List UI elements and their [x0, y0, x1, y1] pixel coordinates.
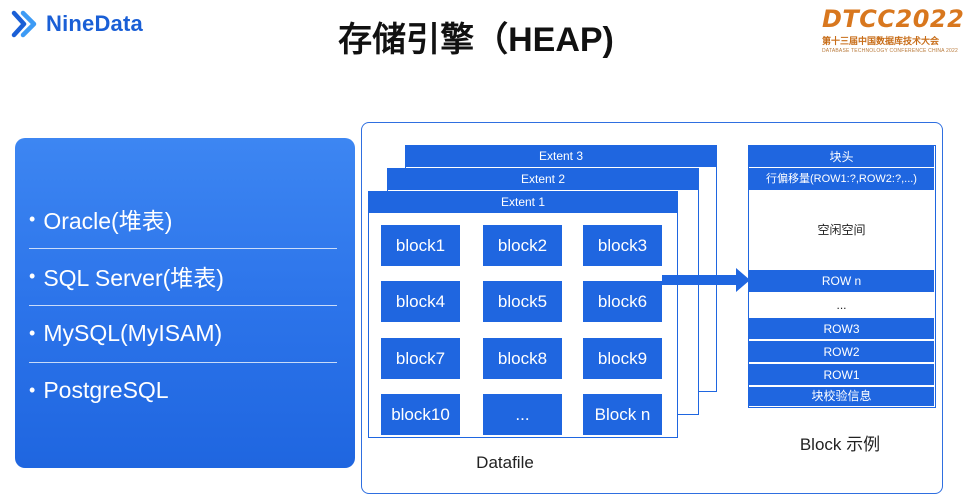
block-example-label: Block 示例 — [799, 435, 881, 454]
list-item: • PostgreSQL — [29, 363, 337, 420]
datafile-label: Datafile — [476, 453, 534, 472]
block-cell: block8 — [483, 338, 562, 379]
extent-header: Extent 3 — [406, 146, 716, 167]
block-cell: block1 — [381, 225, 460, 266]
block-row: 行偏移量(ROW1:?,ROW2:?,...) — [749, 168, 934, 190]
engine-name: Oracle(堆表) — [43, 208, 173, 234]
extent-header: Extent 2 — [388, 169, 698, 190]
list-item: • MySQL(MyISAM) — [29, 306, 337, 363]
engine-list-panel: • Oracle(堆表) • SQL Server(堆表) • MySQL(MyISA… — [15, 138, 355, 468]
block-row: 块校验信息 — [749, 387, 934, 406]
brand-name: NineData — [46, 11, 143, 36]
block-cell: block6 — [583, 281, 662, 322]
block-cell: ... — [483, 394, 562, 435]
block-row: 空闲空间 — [749, 190, 934, 270]
bullet-icon: • — [29, 322, 36, 343]
block-cell: block7 — [381, 338, 460, 379]
block-row: ... — [749, 292, 934, 318]
block-cell: Block n — [583, 394, 662, 435]
block-cell: block4 — [381, 281, 460, 322]
extent-header: Extent 1 — [369, 192, 677, 213]
event-subtitle-en: DATABASE TECHNOLOGY CONFERENCE CHINA 202… — [822, 48, 958, 54]
bullet-icon: • — [29, 380, 36, 400]
block-cell: block2 — [483, 225, 562, 266]
block-row: ROW3 — [749, 318, 934, 340]
ninedata-logo-icon — [11, 10, 37, 38]
bullet-icon: • — [29, 208, 36, 229]
block-cell: block9 — [583, 338, 662, 379]
event-logo-text: DTCC2022 — [822, 5, 964, 33]
block-row: ROW n — [749, 270, 934, 292]
bullet-icon: • — [29, 265, 36, 286]
list-item: • Oracle(堆表) — [29, 192, 337, 249]
block-row: 块头 — [749, 146, 934, 168]
block-row: ROW1 — [749, 364, 934, 386]
event-subtitle: 第十三届中国数据库技术大会 — [822, 36, 940, 46]
engine-name: PostgreSQL — [43, 377, 169, 403]
engine-name: SQL Server(堆表) — [43, 265, 224, 291]
block-structure: 块头 行偏移量(ROW1:?,ROW2:?,...) 空闲空间 ROW n ..… — [748, 145, 936, 408]
block-cell: block3 — [583, 225, 662, 266]
block-cell: block10 — [381, 394, 460, 435]
engine-name: MySQL(MyISAM) — [43, 319, 223, 346]
diagram-container — [361, 122, 943, 494]
block-cell: block5 — [483, 281, 562, 322]
page-title: 存储引擎（HEAP) — [338, 21, 614, 59]
list-item: • SQL Server(堆表) — [29, 249, 337, 306]
block-row: ROW2 — [749, 341, 934, 363]
event-logo: DTCC2022 第十三届中国数据库技术大会 DATABASE TECHNOLO… — [822, 5, 964, 54]
brand: NineData — [10, 9, 143, 39]
